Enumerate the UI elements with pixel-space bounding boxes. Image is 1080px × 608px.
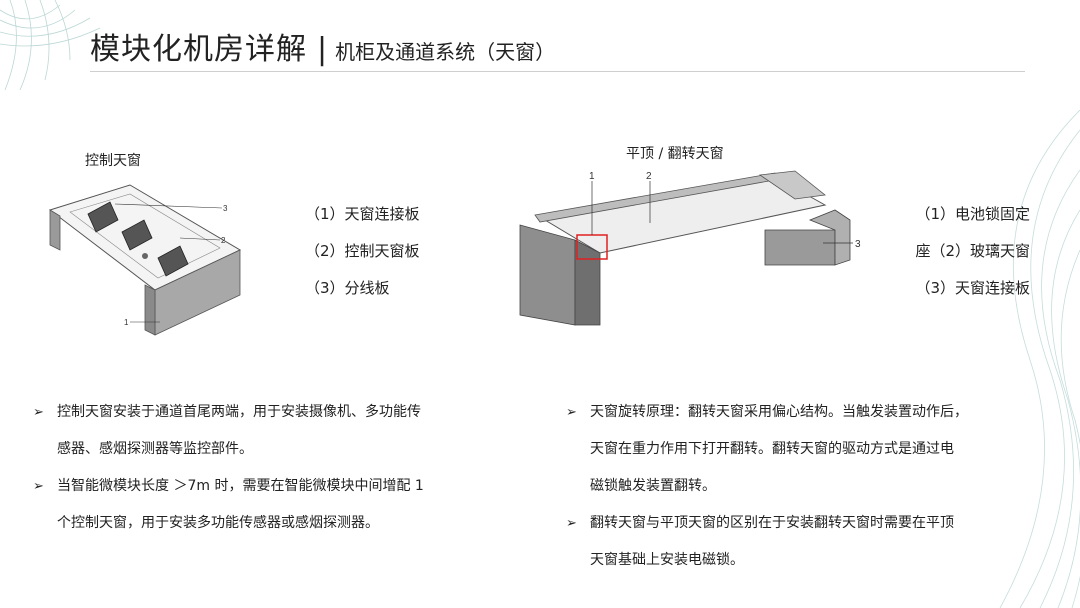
bullet-text-line: 当智能微模块长度 ＞7m 时，需要在智能微模块中间增配 1 — [57, 478, 424, 494]
title-subtitle: 机柜及通道系统（天窗） — [335, 40, 556, 64]
left-callout-2: 2 — [221, 236, 226, 245]
bullet-text-line: 天窗在重力作用下打开翻转。翻转天窗的驱动方式是通过电 — [590, 441, 954, 457]
title-main: 模块化机房详解 — [90, 32, 307, 67]
bullet-arrow-icon: ➢ — [566, 516, 577, 531]
left-legend: （1）天窗连接板 （2）控制天窗板 （3）分线板 — [305, 196, 420, 307]
bullet-text-line: 磁锁触发装置翻转。 — [590, 478, 716, 494]
right-callout-3: 3 — [855, 239, 861, 250]
right-callout-1: 1 — [589, 171, 595, 182]
right-legend-item-1: （1）电池锁固定 — [915, 205, 1030, 223]
bullets-left: ➢ 控制天窗安装于通道首尾两端，用于安装摄像机、多功能传 感器、感烟探测器等监控… — [33, 394, 503, 542]
slide-title: 模块化机房详解 | 机柜及通道系统（天窗） — [90, 24, 555, 68]
title-separator: | — [317, 32, 328, 67]
bullet-text-line: 控制天窗安装于通道首尾两端，用于安装摄像机、多功能传 — [57, 404, 421, 420]
left-callout-3: 3 — [223, 204, 228, 213]
left-figure-caption: 控制天窗 — [85, 153, 141, 169]
bullet-text-line: 个控制天窗，用于安装多功能传感器或感烟探测器。 — [57, 515, 379, 531]
bullet-arrow-icon: ➢ — [566, 405, 577, 420]
right-figure-caption: 平顶 / 翻转天窗 — [626, 146, 724, 162]
left-callout-1: 1 — [124, 318, 129, 327]
right-legend-item-2: 座（2）玻璃天窗 — [915, 242, 1030, 260]
right-callout-2: 2 — [646, 171, 652, 182]
bullet-text-line: 翻转天窗与平顶天窗的区别在于安装翻转天窗时需要在平顶 — [590, 515, 954, 531]
bullet-item: ➢ 翻转天窗与平顶天窗的区别在于安装翻转天窗时需要在平顶 天窗基础上安装电磁锁。 — [566, 505, 1036, 579]
bullet-item: ➢ 天窗旋转原理：翻转天窗采用偏心结构。当触发装置动作后， 天窗在重力作用下打开… — [566, 394, 1036, 505]
right-legend-item-3: （3）天窗连接板 — [915, 279, 1030, 297]
flat-flip-skylight-diagram: 1 2 3 — [519, 170, 861, 326]
bullet-text-line: 天窗旋转原理：翻转天窗采用偏心结构。当触发装置动作后， — [590, 404, 968, 420]
bullet-text-line: 天窗基础上安装电磁锁。 — [590, 552, 744, 568]
left-legend-item-3: （3）分线板 — [305, 279, 390, 297]
decorative-wave-right — [999, 110, 1080, 608]
left-legend-item-2: （2）控制天窗板 — [305, 242, 420, 260]
bullet-arrow-icon: ➢ — [33, 405, 44, 420]
bullet-arrow-icon: ➢ — [33, 479, 44, 494]
bullet-item: ➢ 控制天窗安装于通道首尾两端，用于安装摄像机、多功能传 感器、感烟探测器等监控… — [33, 394, 503, 468]
control-skylight-diagram: 3 2 1 — [48, 184, 242, 336]
header-divider — [90, 71, 1025, 72]
bullets-right: ➢ 天窗旋转原理：翻转天窗采用偏心结构。当触发装置动作后， 天窗在重力作用下打开… — [566, 394, 1036, 579]
bullet-item: ➢ 当智能微模块长度 ＞7m 时，需要在智能微模块中间增配 1 个控制天窗，用于… — [33, 468, 503, 542]
left-legend-item-1: （1）天窗连接板 — [305, 205, 420, 223]
bullet-text-line: 感器、感烟探测器等监控部件。 — [57, 441, 253, 457]
decorative-wave-topleft — [0, 0, 101, 90]
right-legend: （1）电池锁固定 座（2）玻璃天窗 （3）天窗连接板 — [880, 196, 1030, 307]
